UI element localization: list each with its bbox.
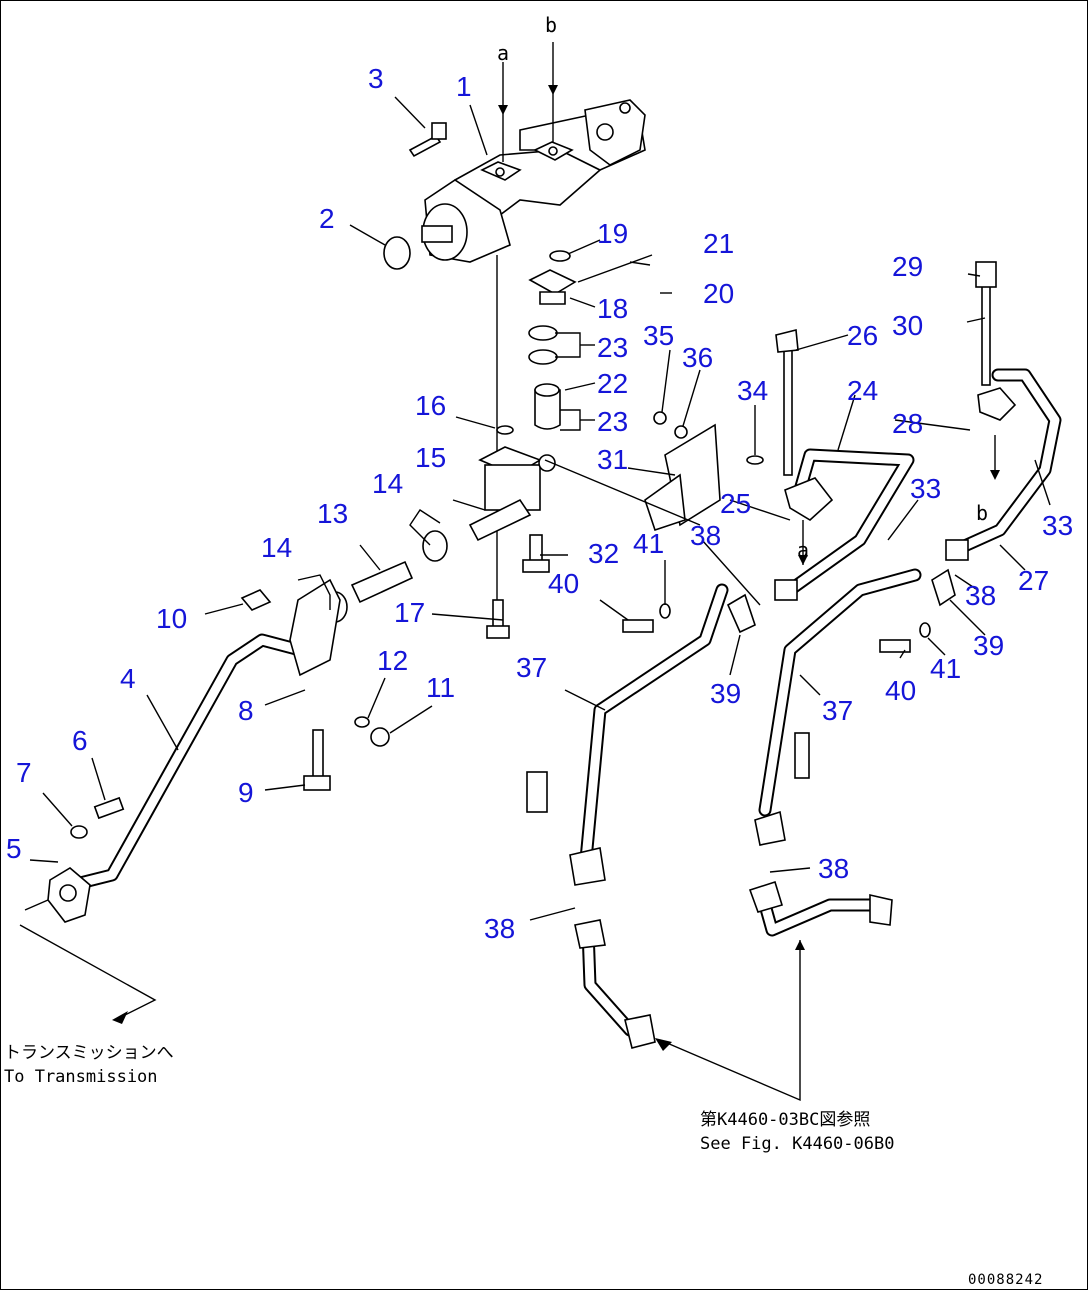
pipe-24 xyxy=(774,328,915,601)
callout-23a: 23 xyxy=(597,332,628,363)
callout-14b: 14 xyxy=(261,532,292,563)
callout-36: 36 xyxy=(682,342,713,373)
callout-29: 29 xyxy=(892,251,923,282)
callout-32: 32 xyxy=(588,538,619,569)
callout-15: 15 xyxy=(415,442,446,473)
callout-41a: 41 xyxy=(633,528,664,559)
callout-25: 25 xyxy=(720,488,751,519)
callout-34: 34 xyxy=(737,375,768,406)
callout-38b: 38 xyxy=(965,580,996,611)
callout-18: 18 xyxy=(597,293,628,324)
callout-33a: 33 xyxy=(910,473,941,504)
pipe-27 xyxy=(945,261,1062,561)
pipe-4 xyxy=(47,578,390,923)
callout-17: 17 xyxy=(394,597,425,628)
flange-stack xyxy=(322,250,764,639)
part-2-oring xyxy=(383,236,411,270)
callout-35: 35 xyxy=(643,320,674,351)
callout-40b: 40 xyxy=(885,675,916,706)
callout-10: 10 xyxy=(156,603,187,634)
callout-37a: 37 xyxy=(516,652,547,683)
callout-40a: 40 xyxy=(548,568,579,599)
callout-27: 27 xyxy=(1018,565,1049,596)
pump-assembly xyxy=(421,99,646,263)
note-see-fig-en: See Fig. K4460-06B0 xyxy=(700,1134,894,1154)
callout-2: 2 xyxy=(319,203,335,234)
bolts-40-41 xyxy=(622,603,931,653)
callout-31: 31 xyxy=(597,444,628,475)
callout-5: 5 xyxy=(6,833,22,864)
callout-38a: 38 xyxy=(690,520,721,551)
callout-39b: 39 xyxy=(973,630,1004,661)
callout-16: 16 xyxy=(415,390,446,421)
callout-37b: 37 xyxy=(822,695,853,726)
callout-3: 3 xyxy=(368,63,384,94)
callout-28: 28 xyxy=(892,408,923,439)
callout-22: 22 xyxy=(597,368,628,399)
callout-39a: 39 xyxy=(710,678,741,709)
callout-38d: 38 xyxy=(818,853,849,884)
part-3-bolt xyxy=(408,122,447,158)
callout-33b: 33 xyxy=(1042,510,1073,541)
callout-12: 12 xyxy=(377,645,408,676)
callout-9: 9 xyxy=(238,777,254,808)
callout-24: 24 xyxy=(847,375,878,406)
callout-8: 8 xyxy=(238,695,254,726)
callout-19: 19 xyxy=(597,218,628,249)
ref-a-top: a xyxy=(497,41,509,65)
callout-14a: 14 xyxy=(372,468,403,499)
callout-30: 30 xyxy=(892,310,923,341)
callout-11: 11 xyxy=(426,672,455,703)
ref-a-mid: a xyxy=(797,538,809,562)
leader-lines xyxy=(29,96,1051,921)
callout-6: 6 xyxy=(72,725,88,756)
hose-37-left xyxy=(526,583,756,886)
ref-b-mid: b xyxy=(976,501,988,525)
callout-13: 13 xyxy=(317,498,348,529)
callout-21: 21 xyxy=(703,228,734,259)
hose-37-right xyxy=(754,568,956,846)
note-transmission-jp: トランスミッションへ xyxy=(4,1043,174,1063)
callout-7: 7 xyxy=(16,757,32,788)
callout-4: 4 xyxy=(120,663,136,694)
callout-1: 1 xyxy=(456,71,472,102)
lower-pipe-left xyxy=(574,919,656,1049)
note-see-fig-jp: 第K4460-03BC図参照 xyxy=(700,1110,870,1130)
callout-41b: 41 xyxy=(930,653,961,684)
drawing-code: 00088242 xyxy=(968,1272,1043,1288)
callout-38c: 38 xyxy=(484,913,515,944)
ref-b-top: b xyxy=(545,13,557,37)
callout-20: 20 xyxy=(703,278,734,309)
callout-26: 26 xyxy=(847,320,878,351)
note-transmission-en: To Transmission xyxy=(4,1067,158,1087)
lower-pipe-right xyxy=(748,880,893,937)
callout-23b: 23 xyxy=(597,406,628,437)
